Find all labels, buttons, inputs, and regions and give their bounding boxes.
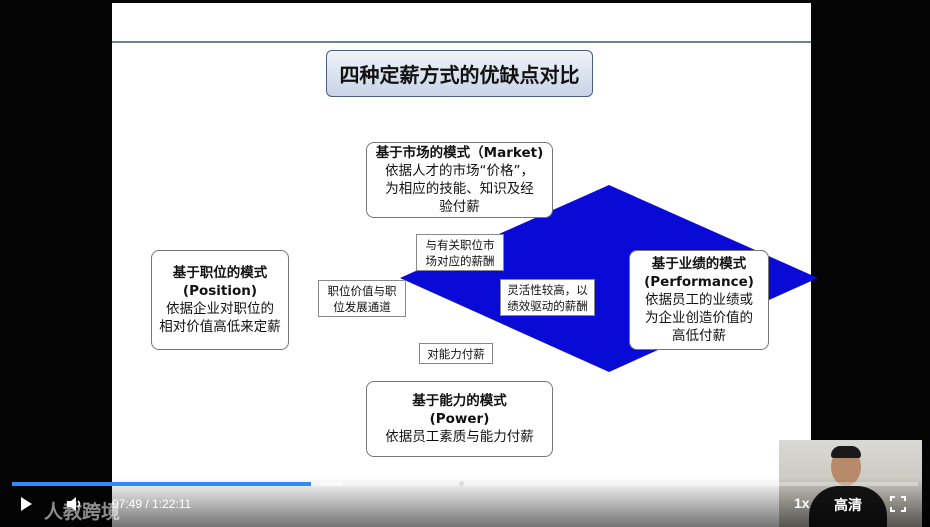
time-display: 07:49 / 1:22:11 [112,497,191,511]
performance-mode-line: 为企业创造价值的 [645,309,753,327]
volume-icon[interactable] [66,496,84,512]
inner-label-line: 位发展通道 [333,299,391,315]
performance-mode-line: 高低付薪 [672,327,726,345]
inner-label-bottom: 对能力付薪 [419,343,493,364]
position-mode-line: 依据企业对职位的 [166,300,274,318]
presenter-hair [831,446,861,458]
play-icon[interactable] [18,496,34,512]
market-mode-line: 验付薪 [439,198,480,216]
inner-label-top: 与有关职位市 场对应的薪酬 [416,234,504,271]
market-mode-box: 基于市场的模式（Market) 依据人才的市场“价格”， 为相应的技能、知识及经… [366,142,553,218]
power-mode-box: 基于能力的模式 (Power) 依据员工素质与能力付薪 [366,381,553,457]
inner-label-line: 职位价值与职 [328,283,397,299]
market-mode-line: 依据人才的市场“价格”， [385,162,534,180]
position-mode-line: 相对价值高低来定薪 [159,318,281,336]
progress-played [12,482,311,486]
market-mode-title: 基于市场的模式（Market) [376,144,544,162]
position-mode-title: 基于职位的模式 [173,264,268,282]
slide: 四种定薪方式的优缺点对比 基于市场的模式（Market) 依据人才的市场“价格”… [112,3,811,527]
power-mode-title: 基于能力的模式 [412,392,507,410]
slide-divider [112,41,811,43]
inner-label-left: 职位价值与职 位发展通道 [318,280,406,317]
inner-label-line: 与有关职位市 [426,237,495,253]
performance-mode-box: 基于业绩的模式 (Performance) 依据员工的业绩或 为企业创造价值的 … [629,250,769,350]
position-mode-box: 基于职位的模式 (Position) 依据企业对职位的 相对价值高低来定薪 [151,250,289,350]
performance-mode-title: 基于业绩的模式 [652,255,747,273]
fullscreen-icon[interactable] [890,496,906,512]
performance-mode-line: 依据员工的业绩或 [645,291,753,309]
market-mode-line: 为相应的技能、知识及经 [385,180,534,198]
quality-button[interactable]: 高清 [834,495,862,515]
power-mode-line: 依据员工素质与能力付薪 [385,428,534,446]
progress-buffered [320,482,342,486]
power-mode-sub: (Power) [430,410,490,428]
inner-label-right: 灵活性较高，以 绩效驱动的薪酬 [500,279,595,316]
inner-label-line: 灵活性较高，以 [507,282,588,298]
slide-title: 四种定薪方式的优缺点对比 [326,50,593,97]
performance-mode-sub: (Performance) [644,273,754,291]
playback-rate-button[interactable]: 1x [794,495,810,511]
progress-marker [459,481,464,486]
inner-label-line: 绩效驱动的薪酬 [507,298,588,314]
position-mode-sub: (Position) [183,282,257,300]
inner-label-line: 场对应的薪酬 [426,253,495,269]
